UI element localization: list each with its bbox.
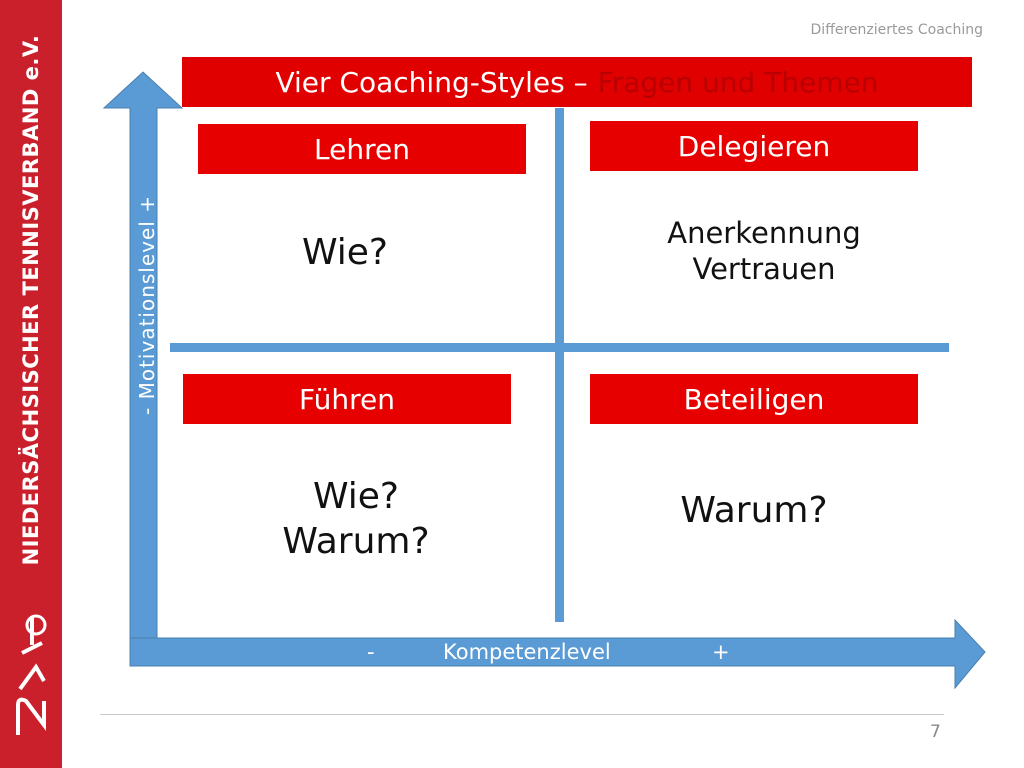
y-axis-arrow (102, 71, 184, 639)
x-axis-arrow (129, 618, 986, 690)
y-axis-label: - Motivationslevel + (135, 195, 159, 415)
text-top-left: Wie? (301, 232, 389, 273)
title-part2: Fragen und Themen (597, 65, 879, 99)
x-axis-plus: + (712, 640, 730, 664)
ntv-logo-icon (16, 614, 47, 735)
text-bottom-left: Wie? Warum? (282, 476, 430, 562)
text-top-right: Anerkennung Vertrauen (667, 216, 861, 287)
label-lehren: Lehren (198, 124, 526, 174)
footer-divider (100, 714, 944, 715)
title-part1: Vier Coaching-Styles – (275, 65, 588, 99)
x-axis-label: Kompetenzlevel (443, 640, 611, 664)
text-bottom-right: Warum? (680, 490, 828, 531)
header-label: Differenziertes Coaching (810, 22, 983, 38)
vertical-divider (555, 108, 564, 622)
label-fuehren: Führen (183, 374, 511, 424)
label-delegieren: Delegieren (590, 121, 918, 171)
page-number: 7 (930, 722, 941, 742)
title-banner: Vier Coaching-Styles – Fragen und Themen (182, 57, 972, 107)
x-axis-minus: - (367, 640, 375, 664)
label-beteiligen: Beteiligen (590, 374, 918, 424)
horizontal-divider (170, 343, 949, 352)
sidebar-brand: NIEDERSÄCHSISCHER TENNISVERBAND e.V. (0, 0, 62, 768)
